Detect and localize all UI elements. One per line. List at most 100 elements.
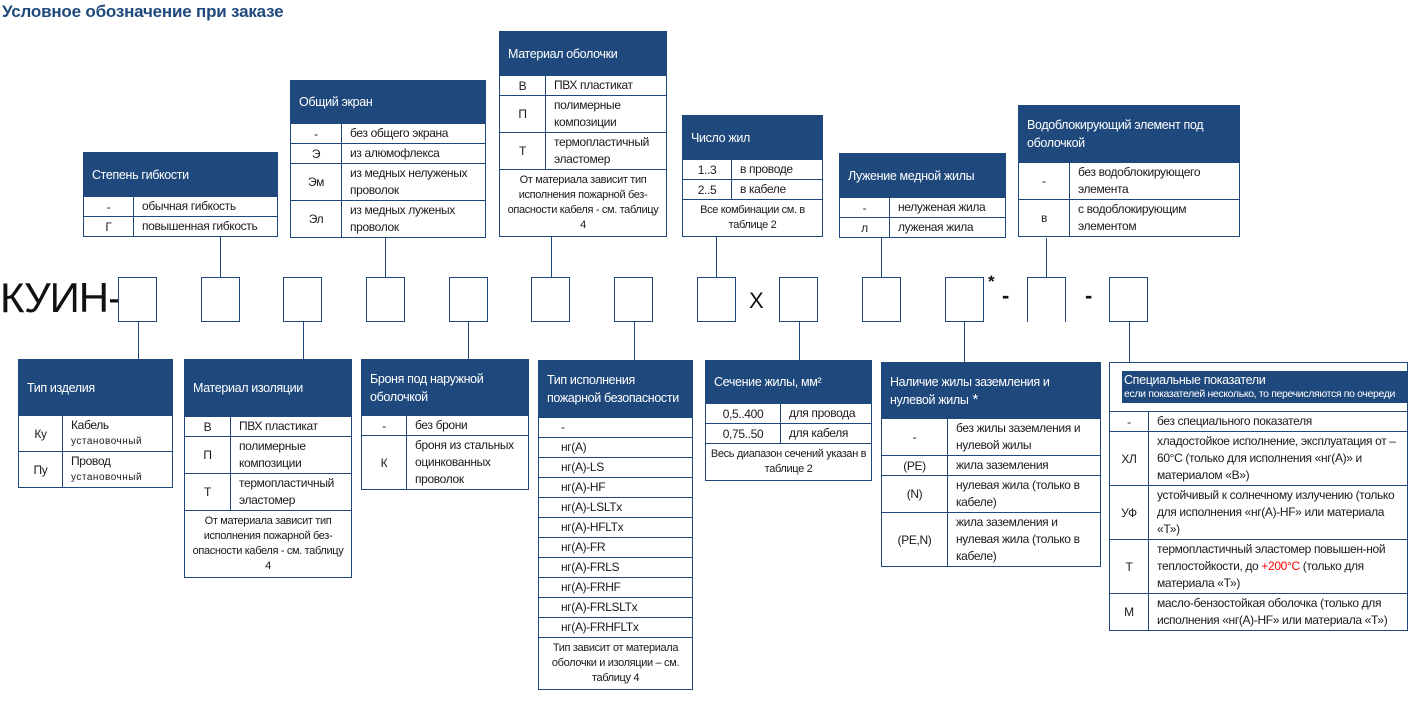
row-code: - [882, 419, 948, 455]
earth-core-table: Наличие жилы заземления и нулевой жилы* -… [881, 362, 1101, 567]
table-row: нг(А)-HFLTx [539, 517, 692, 537]
table-header: Тип исполнения пожарной безопасности [539, 361, 692, 417]
row-text: обычная гибкость [142, 199, 236, 213]
row-description: Кабель установочный [63, 416, 172, 451]
row-code: Т [500, 133, 546, 169]
row-text: ПВХ пластикат [554, 78, 633, 92]
table-title: Материал оболочки [508, 45, 658, 63]
row-code: Ку [19, 416, 63, 451]
row-description: нелуженая жила [890, 198, 1005, 217]
connector-line [138, 322, 139, 360]
table-title-text: Тип изделия [27, 380, 95, 395]
dash-separator: - [1002, 283, 1010, 308]
row-description: нг(А)-FRLS [539, 558, 692, 577]
row-code: 0,75..50 [706, 424, 781, 443]
row-description: полимерные композиции [231, 437, 351, 473]
table-title-text: Степень гибкости [92, 167, 189, 182]
row-code: УФ [1110, 486, 1149, 539]
slot-flexibility [201, 277, 240, 322]
row-text: термопластичный эластомер [239, 476, 334, 507]
table-note: От материала зависит тип исполнения пожа… [185, 510, 351, 577]
row-description: из алюмофлекса [342, 144, 485, 163]
table-row: -без жилы заземления и нулевой жилы [882, 418, 1100, 455]
row-description: нг(А)-LS [539, 458, 692, 477]
row-description: нг(А)-HFLTx [539, 518, 692, 537]
row-description: нг(А)-LSLTx [539, 498, 692, 517]
row-text: полимерные композиции [554, 98, 621, 129]
table-note: Тип зависит от материала оболочки и изол… [539, 637, 692, 689]
table-header: Наличие жилы заземления и нулевой жилы* [882, 363, 1100, 418]
row-code: П [500, 96, 546, 132]
row-description: в кабеле [732, 180, 822, 199]
table-title-text: Лужение медной жилы [848, 168, 975, 183]
table-row: нг(А)-FRLS [539, 557, 692, 577]
row-description: обычная гибкость [134, 197, 277, 216]
row-text: без общего экрана [350, 126, 449, 140]
connector-line [716, 237, 717, 277]
row-code: Т [1110, 540, 1149, 593]
row-text: нг(А) [561, 440, 587, 454]
row-description: ПВХ пластикат [546, 76, 666, 95]
row-text: без водоблокирующего элемента [1078, 165, 1201, 196]
table-title: Наличие жилы заземления и нулевой жилы* [890, 373, 1092, 409]
row-text: без специального показателя [1157, 414, 1312, 428]
row-text: устойчивый к солнечному излучению (тольк… [1157, 488, 1395, 536]
table-row: (PE,N)жила заземления и нулевая жила (то… [882, 512, 1100, 566]
row-code: П [185, 437, 231, 473]
row-text: масло-бензостойкая оболочка (только для … [1157, 596, 1388, 627]
table-row: нг(А)-FR [539, 537, 692, 557]
table-title: Тип изделия [27, 379, 164, 397]
table-row: -без брони [362, 415, 528, 435]
table-header: Броня под наружной оболочкой [362, 360, 528, 415]
row-code: л [840, 218, 890, 237]
table-note: От материала зависит тип исполнения пожа… [500, 169, 666, 236]
row-text: нг(А)-FRHFLTx [561, 620, 639, 634]
table-title: Водоблокирующий элемент под оболочкой [1027, 116, 1231, 152]
row-description: без водоблокирующего элемента [1070, 163, 1239, 199]
row-description: жила заземления и нулевая жила (только в… [948, 513, 1100, 566]
table-row: нг(А)-HF [539, 477, 692, 497]
row-code: - [1019, 163, 1070, 199]
table-title: Специальные показатели [1124, 373, 1266, 387]
slot-cores [697, 277, 736, 322]
row-description: без специального показателя [1149, 412, 1407, 431]
row-description: нг(А)-FRHF [539, 578, 692, 597]
row-text: Кабель [71, 418, 109, 432]
row-text: нг(А)-FRHF [561, 580, 621, 594]
row-code: В [185, 417, 231, 436]
row-text: - [561, 420, 565, 434]
table-row: -обычная гибкость [84, 196, 277, 216]
table-title-text: Водоблокирующий элемент под оболочкой [1027, 118, 1204, 150]
connector-line [881, 237, 882, 277]
row-description: в проводе [732, 160, 822, 179]
row-text: с водоблокирующим элементом [1078, 202, 1187, 233]
row-text: полимерные композиции [239, 439, 306, 470]
table-title: Тип исполнения пожарной безопасности [547, 371, 684, 407]
row-text: для провода [789, 406, 856, 420]
slot-sheath [531, 277, 570, 322]
table-title-text: Материал оболочки [508, 46, 618, 61]
row-text: броня из стальных оцинкованных проволок [415, 438, 514, 486]
table-row: -без водоблокирующего элемента [1019, 162, 1239, 199]
row-text: нг(А)-HFLTx [561, 520, 624, 534]
page-title: Условное обозначение при заказе [2, 2, 284, 21]
row-subtext: установочный [71, 436, 143, 447]
row-description: из медных луженых проволок [342, 201, 485, 237]
row-description: масло-бензостойкая оболочка (только для … [1149, 594, 1407, 630]
table-note: Все комбинации см. в таблице 2 [683, 199, 822, 236]
